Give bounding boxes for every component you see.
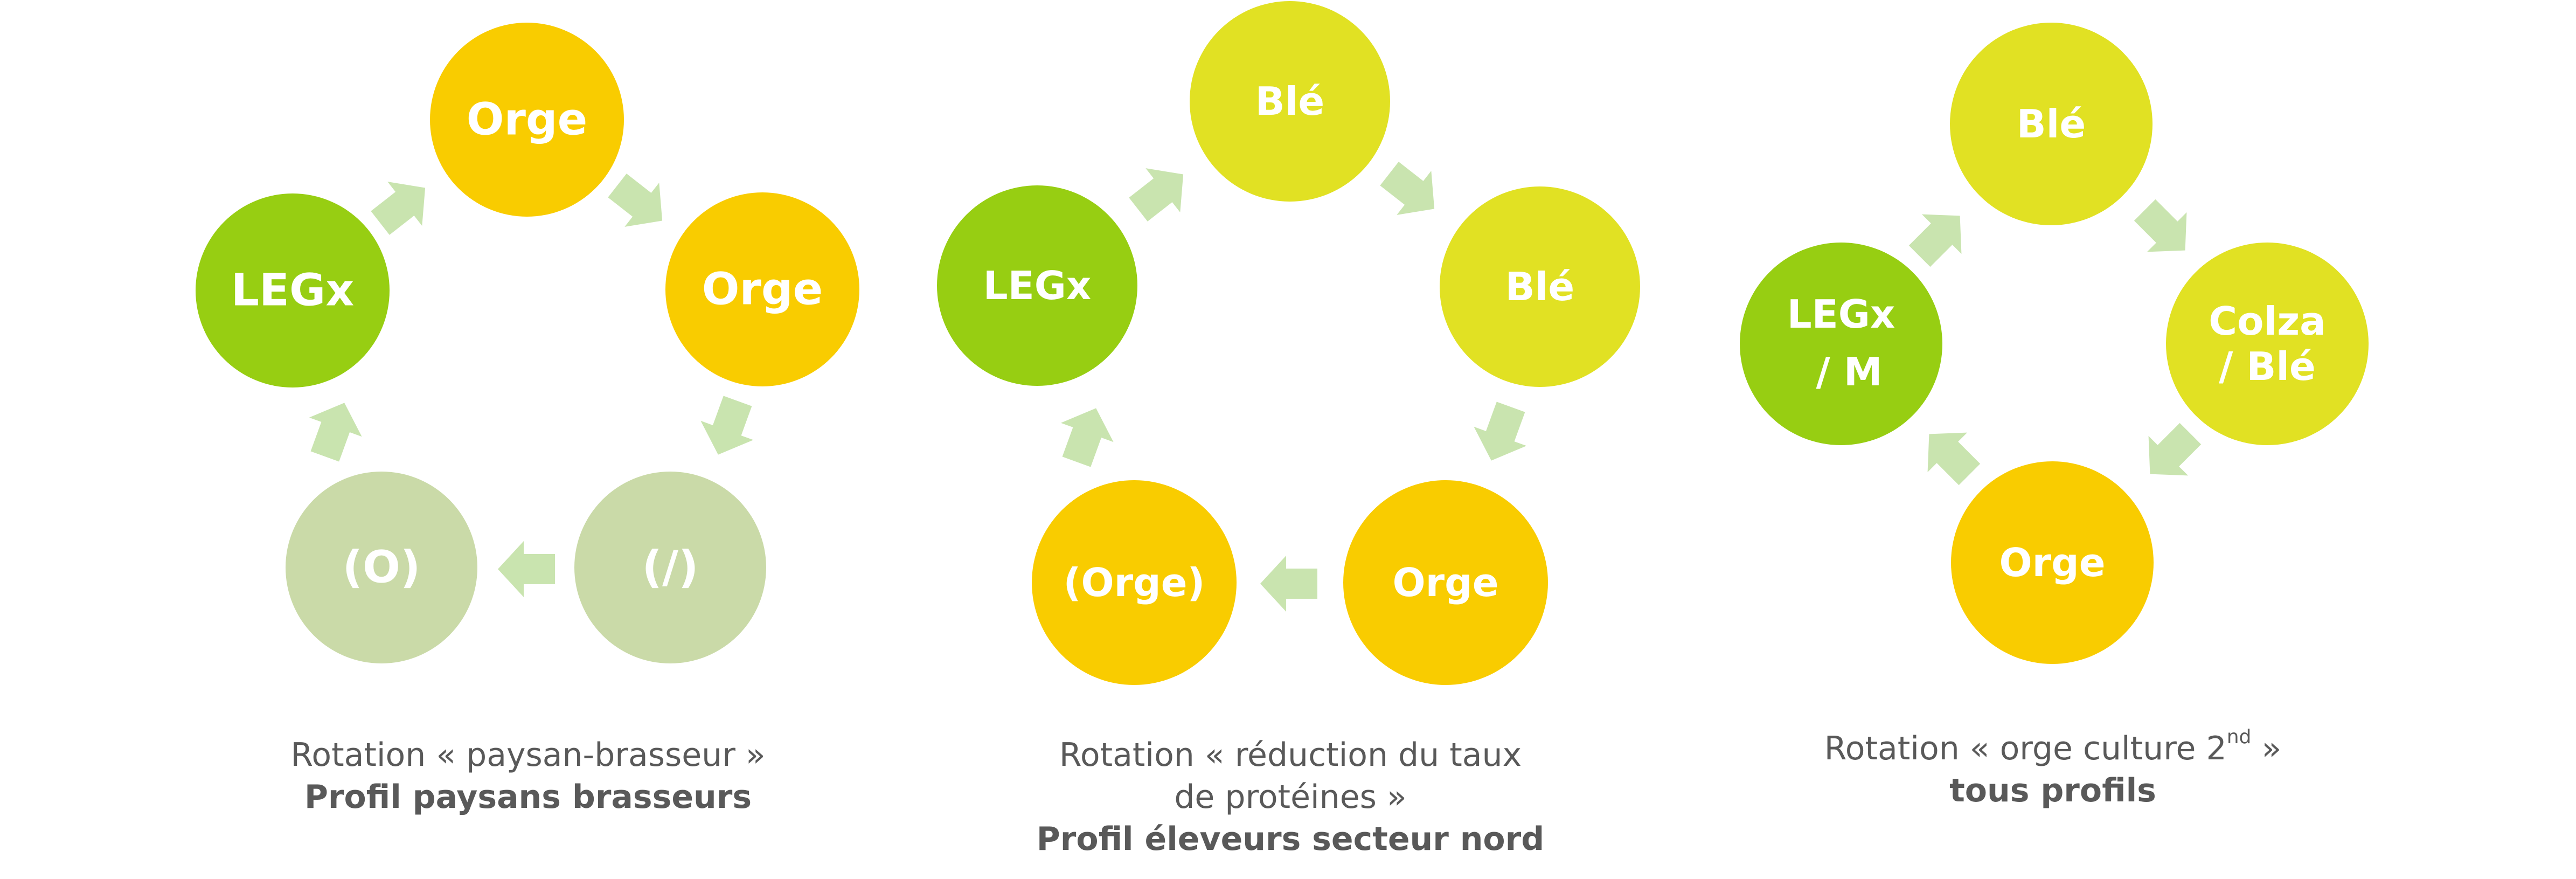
arrow-icon xyxy=(1908,214,1962,267)
arrow-icon xyxy=(608,174,663,227)
rotation-1-node-orge-right-label: Orge xyxy=(702,264,823,315)
rotation-1-node-orge-top xyxy=(430,23,624,217)
rotation-3-profile: tous profils xyxy=(1949,772,2156,809)
rotation-2-node-legx-label: LEGx xyxy=(983,263,1092,308)
arrow-icon xyxy=(700,396,754,455)
rotation-2-node-orge-label: Orge xyxy=(1392,560,1498,605)
rotation-3-node-legx-m xyxy=(1740,243,1942,445)
rotation-2-title-line1: Rotation « réduction du taux xyxy=(1059,736,1522,774)
rotation-3-title-superscript: nd xyxy=(2226,726,2252,748)
rotation-1-title: Rotation « paysan-brasseur » xyxy=(290,736,766,774)
rotation-3-node-orge xyxy=(1951,461,2154,664)
arrow-icon xyxy=(498,541,555,597)
rotation-2-node-ble-top-label: Blé xyxy=(1255,79,1324,124)
arrow-icon xyxy=(2148,423,2202,476)
arrow-icon xyxy=(309,403,362,462)
rotation-3-node-m-label: / M xyxy=(1816,349,1882,394)
rotation-1-node-orge-top-label: Orge xyxy=(467,94,587,146)
rotation-2-node-legx xyxy=(937,185,1137,386)
rotation-3-caption: Rotation « orge culture 2nd » tous profi… xyxy=(1730,728,2376,812)
rotation-3-node-legx-label: LEGx xyxy=(1787,292,1895,337)
rotation-3-node-colza-ble xyxy=(2166,243,2369,445)
rotation-1-cycle: Orge Orge (/) (O) LEGx xyxy=(196,23,859,663)
rotation-2-title-line2: de protéines » xyxy=(1174,778,1407,816)
arrow-icon xyxy=(1927,432,1981,486)
rotation-3-title-end: » xyxy=(2251,730,2282,767)
rotation-1-node-legx-label: LEGx xyxy=(231,265,354,316)
rotation-1-node-fallow-slash xyxy=(574,472,766,663)
arrow-icon xyxy=(1474,402,1527,461)
rotation-3-node-orge-label: Orge xyxy=(1999,540,2105,585)
rotation-2-profile: Profil éleveurs secteur nord xyxy=(1036,820,1545,858)
rotation-3-node-ble-slash-label: / Blé xyxy=(2219,344,2316,389)
rotation-3-title-text: Rotation « orge culture 2 xyxy=(1824,730,2227,767)
rotation-2-node-orge xyxy=(1343,480,1548,685)
arrow-icon xyxy=(1380,162,1435,215)
rotation-arrows xyxy=(309,162,2202,612)
rotation-3-node-ble-label: Blé xyxy=(2017,101,2086,147)
rotation-2-node-orge-optional xyxy=(1032,480,1237,685)
rotation-1-node-fallow-o xyxy=(286,472,477,663)
rotation-1-node-fallow-o-label: (O) xyxy=(343,542,421,593)
rotation-3-title: Rotation « orge culture 2nd » xyxy=(1730,728,2376,770)
rotation-3-node-colza-label: Colza xyxy=(2209,299,2325,344)
rotation-2-node-ble-top xyxy=(1190,1,1390,202)
arrow-icon xyxy=(1060,408,1114,467)
rotation-1-profile: Profil paysans brasseurs xyxy=(304,778,752,816)
rotation-2-node-ble-right xyxy=(1440,186,1640,387)
rotation-1-node-legx xyxy=(196,193,390,387)
rotation-1-node-orge-right xyxy=(665,192,859,386)
rotation-3-cycle: Blé Colza / Blé Orge LEGx / M xyxy=(1740,23,2369,664)
rotation-3-node-ble xyxy=(1950,23,2153,225)
arrow-icon xyxy=(1129,168,1184,222)
rotation-2-node-orge-optional-label: (Orge) xyxy=(1064,560,1205,605)
rotation-2-cycle: Blé Blé Orge (Orge) LEGx xyxy=(937,1,1640,685)
rotation-2-node-ble-right-label: Blé xyxy=(1505,264,1574,309)
arrow-icon xyxy=(2134,199,2187,252)
arrow-icon xyxy=(1260,556,1317,612)
rotation-2-caption: Rotation « réduction du taux de protéine… xyxy=(967,734,1614,860)
rotation-1-node-fallow-slash-label: (/) xyxy=(642,542,699,593)
rotation-1-caption: Rotation « paysan-brasseur » Profil pays… xyxy=(205,734,851,818)
arrow-icon xyxy=(371,182,426,235)
